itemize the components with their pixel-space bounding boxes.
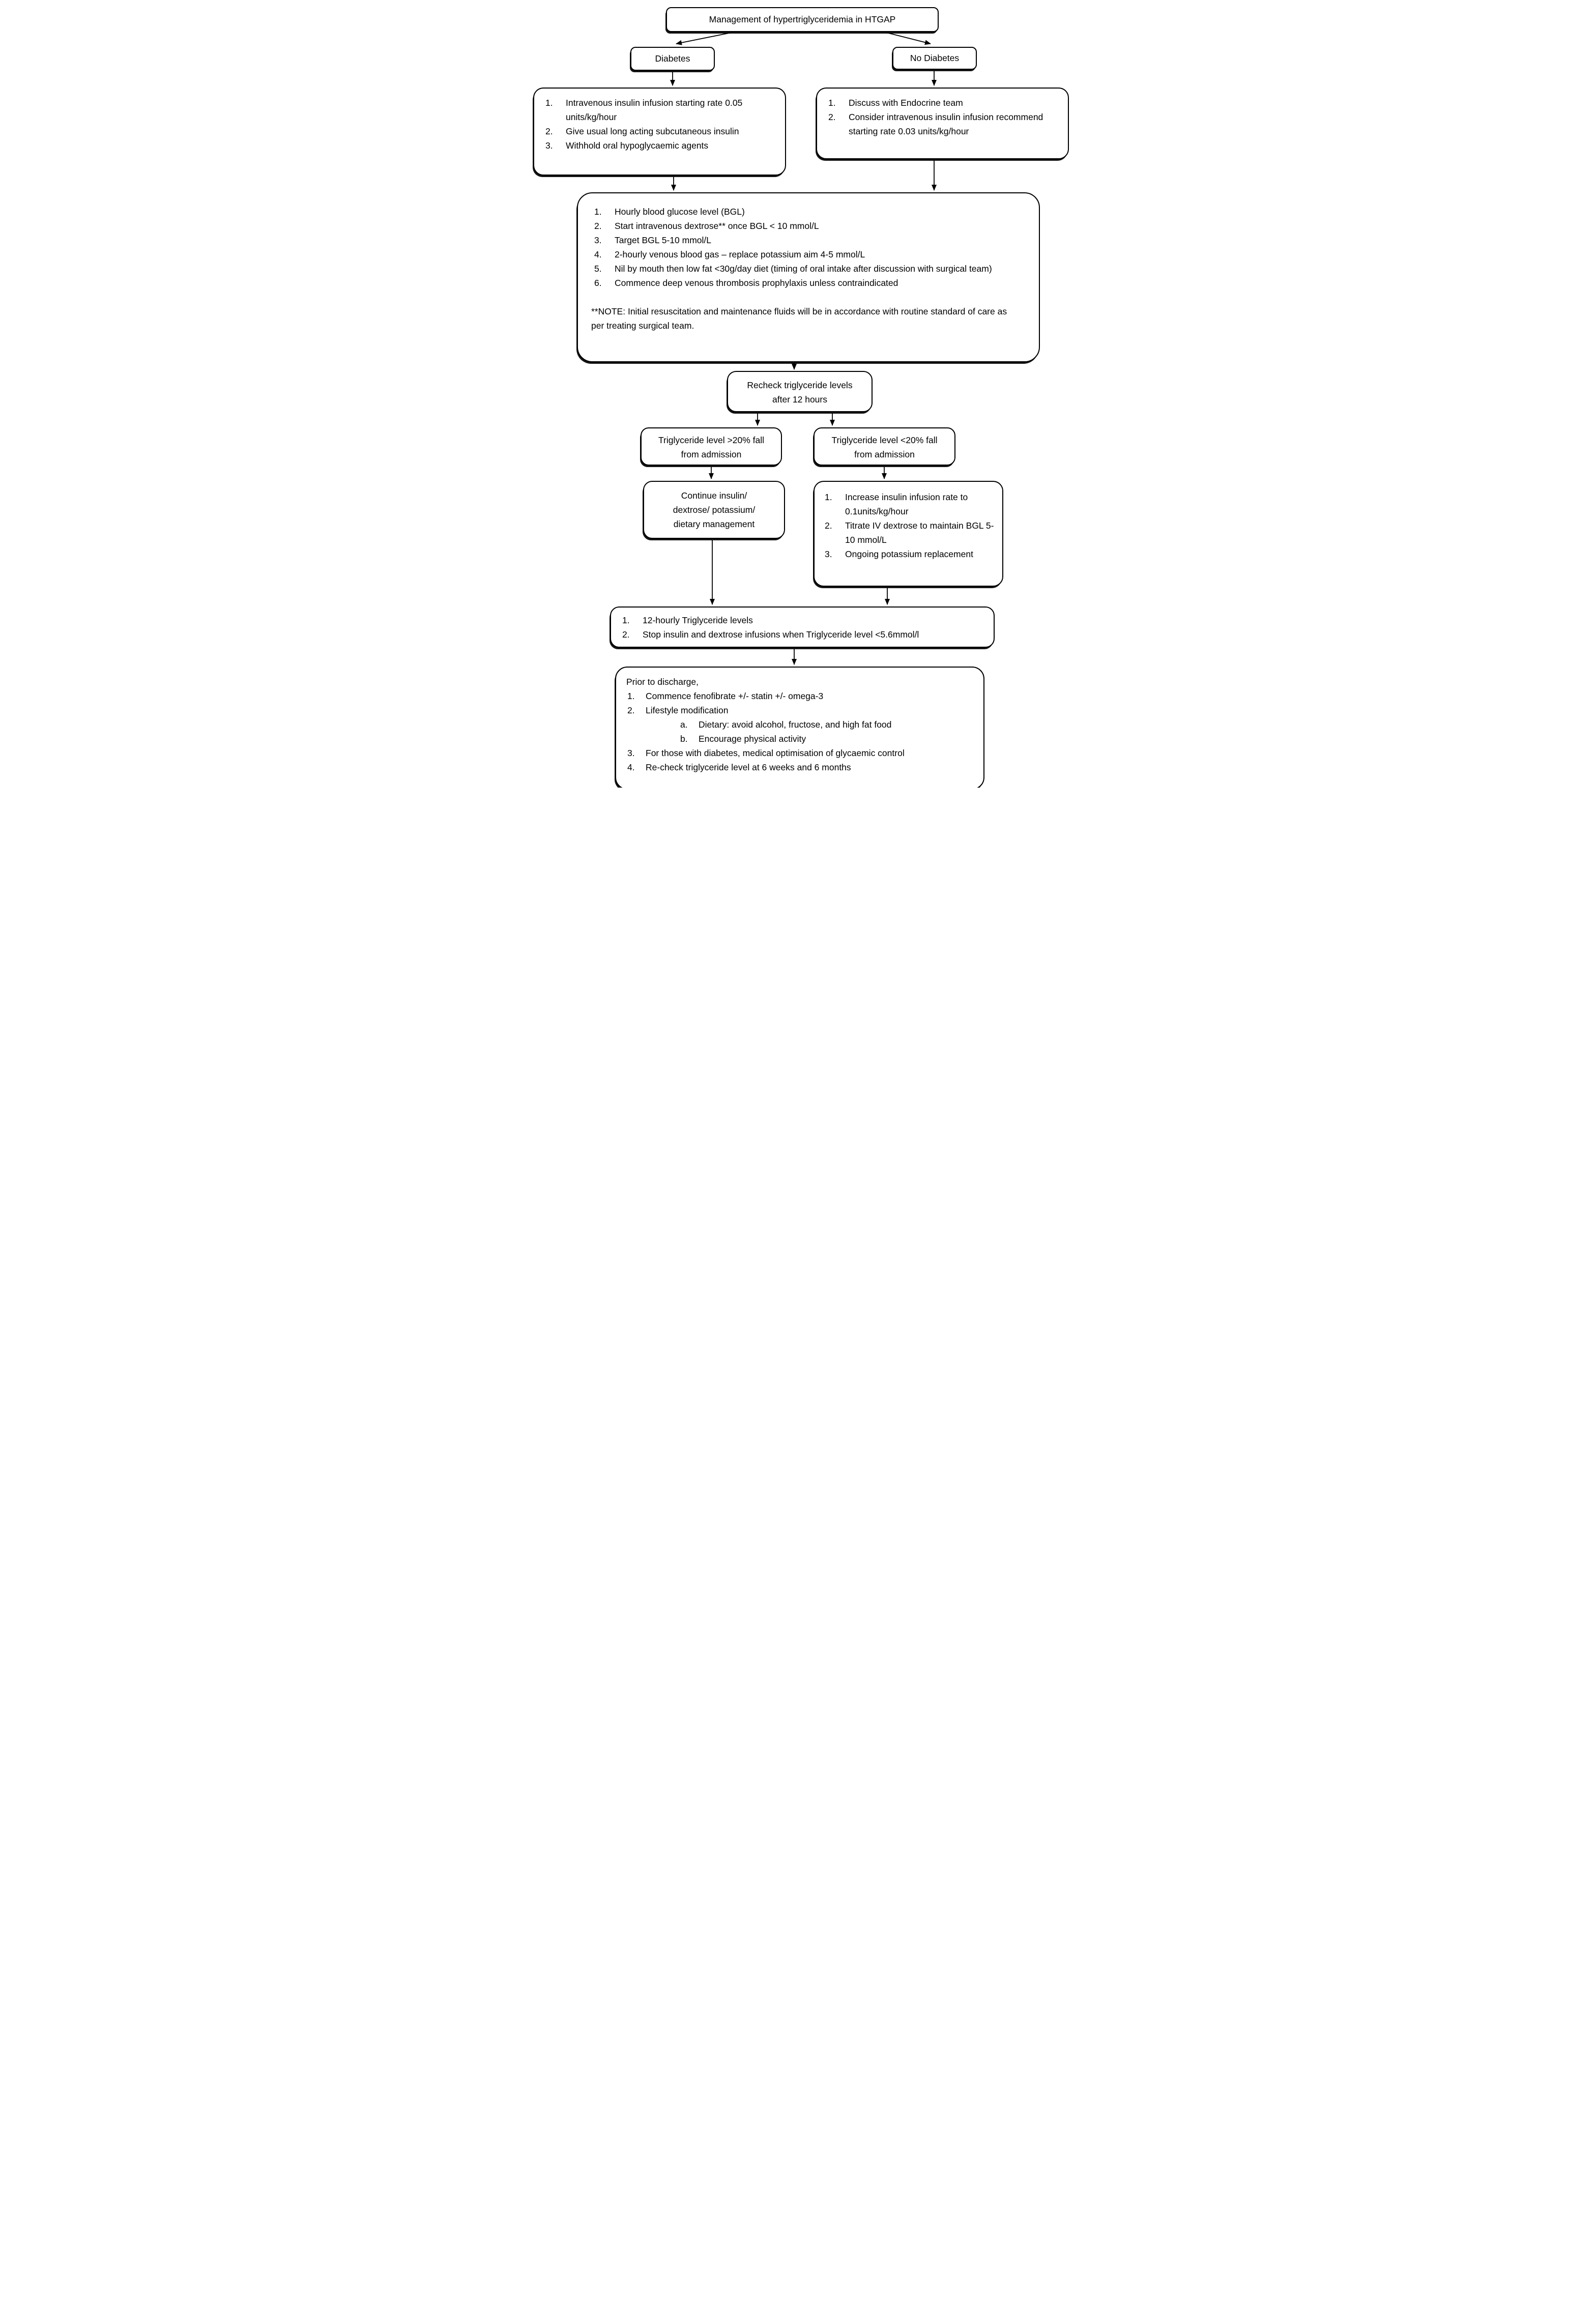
list-item: Re-check triglyceride level at 6 weeks a… bbox=[627, 760, 851, 774]
node-no-diabetes: No Diabetes bbox=[892, 47, 977, 70]
continue-management-label: Continue insulin/ dextrose/ potassium/ d… bbox=[673, 490, 756, 529]
node-tg-fall-lt20: Triglyceride level <20% fall from admiss… bbox=[814, 427, 955, 466]
list-item: For those with diabetes, medical optimis… bbox=[627, 746, 905, 760]
monitoring-note: **NOTE: Initial resuscitation and mainte… bbox=[591, 306, 1007, 331]
list-item: Intravenous insulin infusion starting ra… bbox=[545, 96, 743, 122]
discharge-heading: Prior to discharge, bbox=[626, 677, 699, 687]
diabetes-actions-list: Intravenous insulin infusion starting ra… bbox=[542, 96, 778, 153]
node-title: Management of hypertriglyceridemia in HT… bbox=[666, 7, 939, 32]
flowchart: Management of hypertriglyceridemia in HT… bbox=[526, 0, 1070, 788]
list-item: Target BGL 5-10 mmol/L bbox=[594, 233, 711, 247]
discharge-list: Commence fenofibrate +/- statin +/- omeg… bbox=[626, 689, 974, 774]
sub-list: Dietary: avoid alcohol, fructose, and hi… bbox=[679, 717, 974, 746]
list-item: Stop insulin and dextrose infusions when… bbox=[622, 627, 919, 642]
list-item: Give usual long acting subcutaneous insu… bbox=[545, 124, 739, 138]
node-discharge: Prior to discharge, Commence fenofibrate… bbox=[615, 667, 984, 788]
flow-arrows bbox=[670, 32, 937, 665]
list-item: Hourly blood glucose level (BGL) bbox=[594, 205, 745, 219]
list-item: 12-hourly Triglyceride levels bbox=[622, 613, 753, 627]
diabetes-label: Diabetes bbox=[655, 53, 690, 64]
tg-fall-gt20-label: Triglyceride level >20% fall from admiss… bbox=[658, 435, 764, 459]
arrow-title-to-no-diabetes bbox=[886, 32, 931, 45]
node-escalate-treatment: Increase insulin infusion rate to 0.1uni… bbox=[814, 481, 1003, 587]
node-diabetes: Diabetes bbox=[630, 47, 715, 71]
no-diabetes-label: No Diabetes bbox=[910, 53, 960, 63]
list-item: Discuss with Endocrine team bbox=[828, 96, 963, 110]
list-item: Encourage physical activity bbox=[680, 732, 806, 746]
arrow-title-to-diabetes bbox=[676, 32, 732, 45]
list-item: Consider intravenous insulin infusion re… bbox=[828, 110, 1043, 136]
list-item: Commence fenofibrate +/- statin +/- omeg… bbox=[627, 689, 824, 703]
list-item: Dietary: avoid alcohol, fructose, and hi… bbox=[680, 717, 892, 732]
escalate-actions-list: Increase insulin infusion rate to 0.1uni… bbox=[822, 490, 997, 561]
list-item: Start intravenous dextrose** once BGL < … bbox=[594, 219, 819, 233]
list-item: Commence deep venous thrombosis prophyla… bbox=[594, 276, 898, 290]
tg-fall-lt20-label: Triglyceride level <20% fall from admiss… bbox=[831, 435, 938, 459]
monitoring-list: Hourly blood glucose level (BGL)Start in… bbox=[591, 205, 1022, 290]
list-item: Nil by mouth then low fat <30g/day diet … bbox=[594, 262, 992, 276]
node-tg-fall-gt20: Triglyceride level >20% fall from admiss… bbox=[641, 427, 782, 466]
node-recheck-triglycerides: Recheck triglyceride levels after 12 hou… bbox=[727, 371, 873, 412]
list-item: Titrate IV dextrose to maintain BGL 5-10… bbox=[825, 518, 994, 545]
recheck-label: Recheck triglyceride levels after 12 hou… bbox=[747, 380, 853, 404]
list-item: Withhold oral hypoglycaemic agents bbox=[545, 138, 709, 153]
list-item: Increase insulin infusion rate to 0.1uni… bbox=[825, 490, 968, 516]
list-item: 2-hourly venous blood gas – replace pota… bbox=[594, 247, 865, 262]
title-text: Management of hypertriglyceridemia in HT… bbox=[709, 14, 896, 24]
node-continue-management: Continue insulin/ dextrose/ potassium/ d… bbox=[643, 481, 785, 539]
node-monitoring: Hourly blood glucose level (BGL)Start in… bbox=[577, 192, 1040, 362]
list-item: Ongoing potassium replacement bbox=[825, 547, 973, 561]
node-diabetes-actions: Intravenous insulin infusion starting ra… bbox=[533, 88, 786, 176]
